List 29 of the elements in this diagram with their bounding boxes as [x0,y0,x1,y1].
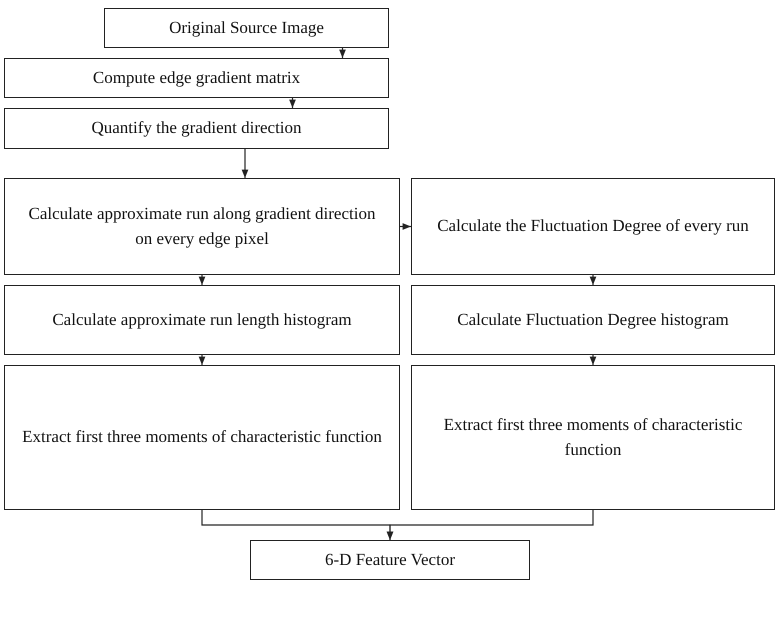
process-box [411,178,775,275]
arrow [198,275,206,285]
arrow [590,275,596,285]
box-label: Calculate approximate run along gradient direction on every edge pixel [28,202,376,250]
arrow [339,48,346,58]
arrow [386,510,594,540]
process-box [4,178,400,275]
process-box [4,365,400,510]
arrow [590,355,596,365]
box-label: Extract first three moments of characteristic function [442,414,744,460]
arrow [289,98,296,108]
box-label: Compute edge gradient matrix [92,66,300,89]
process-box [250,540,530,580]
box-label: Extract first three moments of characteristic function [22,426,382,448]
process-box [411,365,775,510]
process-box [104,8,389,48]
box-label: Calculate Fluctuation Degree histogram [457,308,729,331]
process-box [411,285,775,355]
process-box [4,108,389,149]
arrow [242,149,248,178]
box-label: Original Source Image [169,16,324,39]
arrow [400,223,411,230]
process-box [4,285,400,355]
arrow [198,355,206,365]
process-box [4,58,389,98]
box-label: Quantify the gradient direction [91,117,302,140]
box-label: 6-D Feature Vector [325,548,455,571]
box-label: Calculate the Fluctuation Degree of every run [437,215,749,238]
box-label: Calculate approximate run length histogram [52,308,352,331]
